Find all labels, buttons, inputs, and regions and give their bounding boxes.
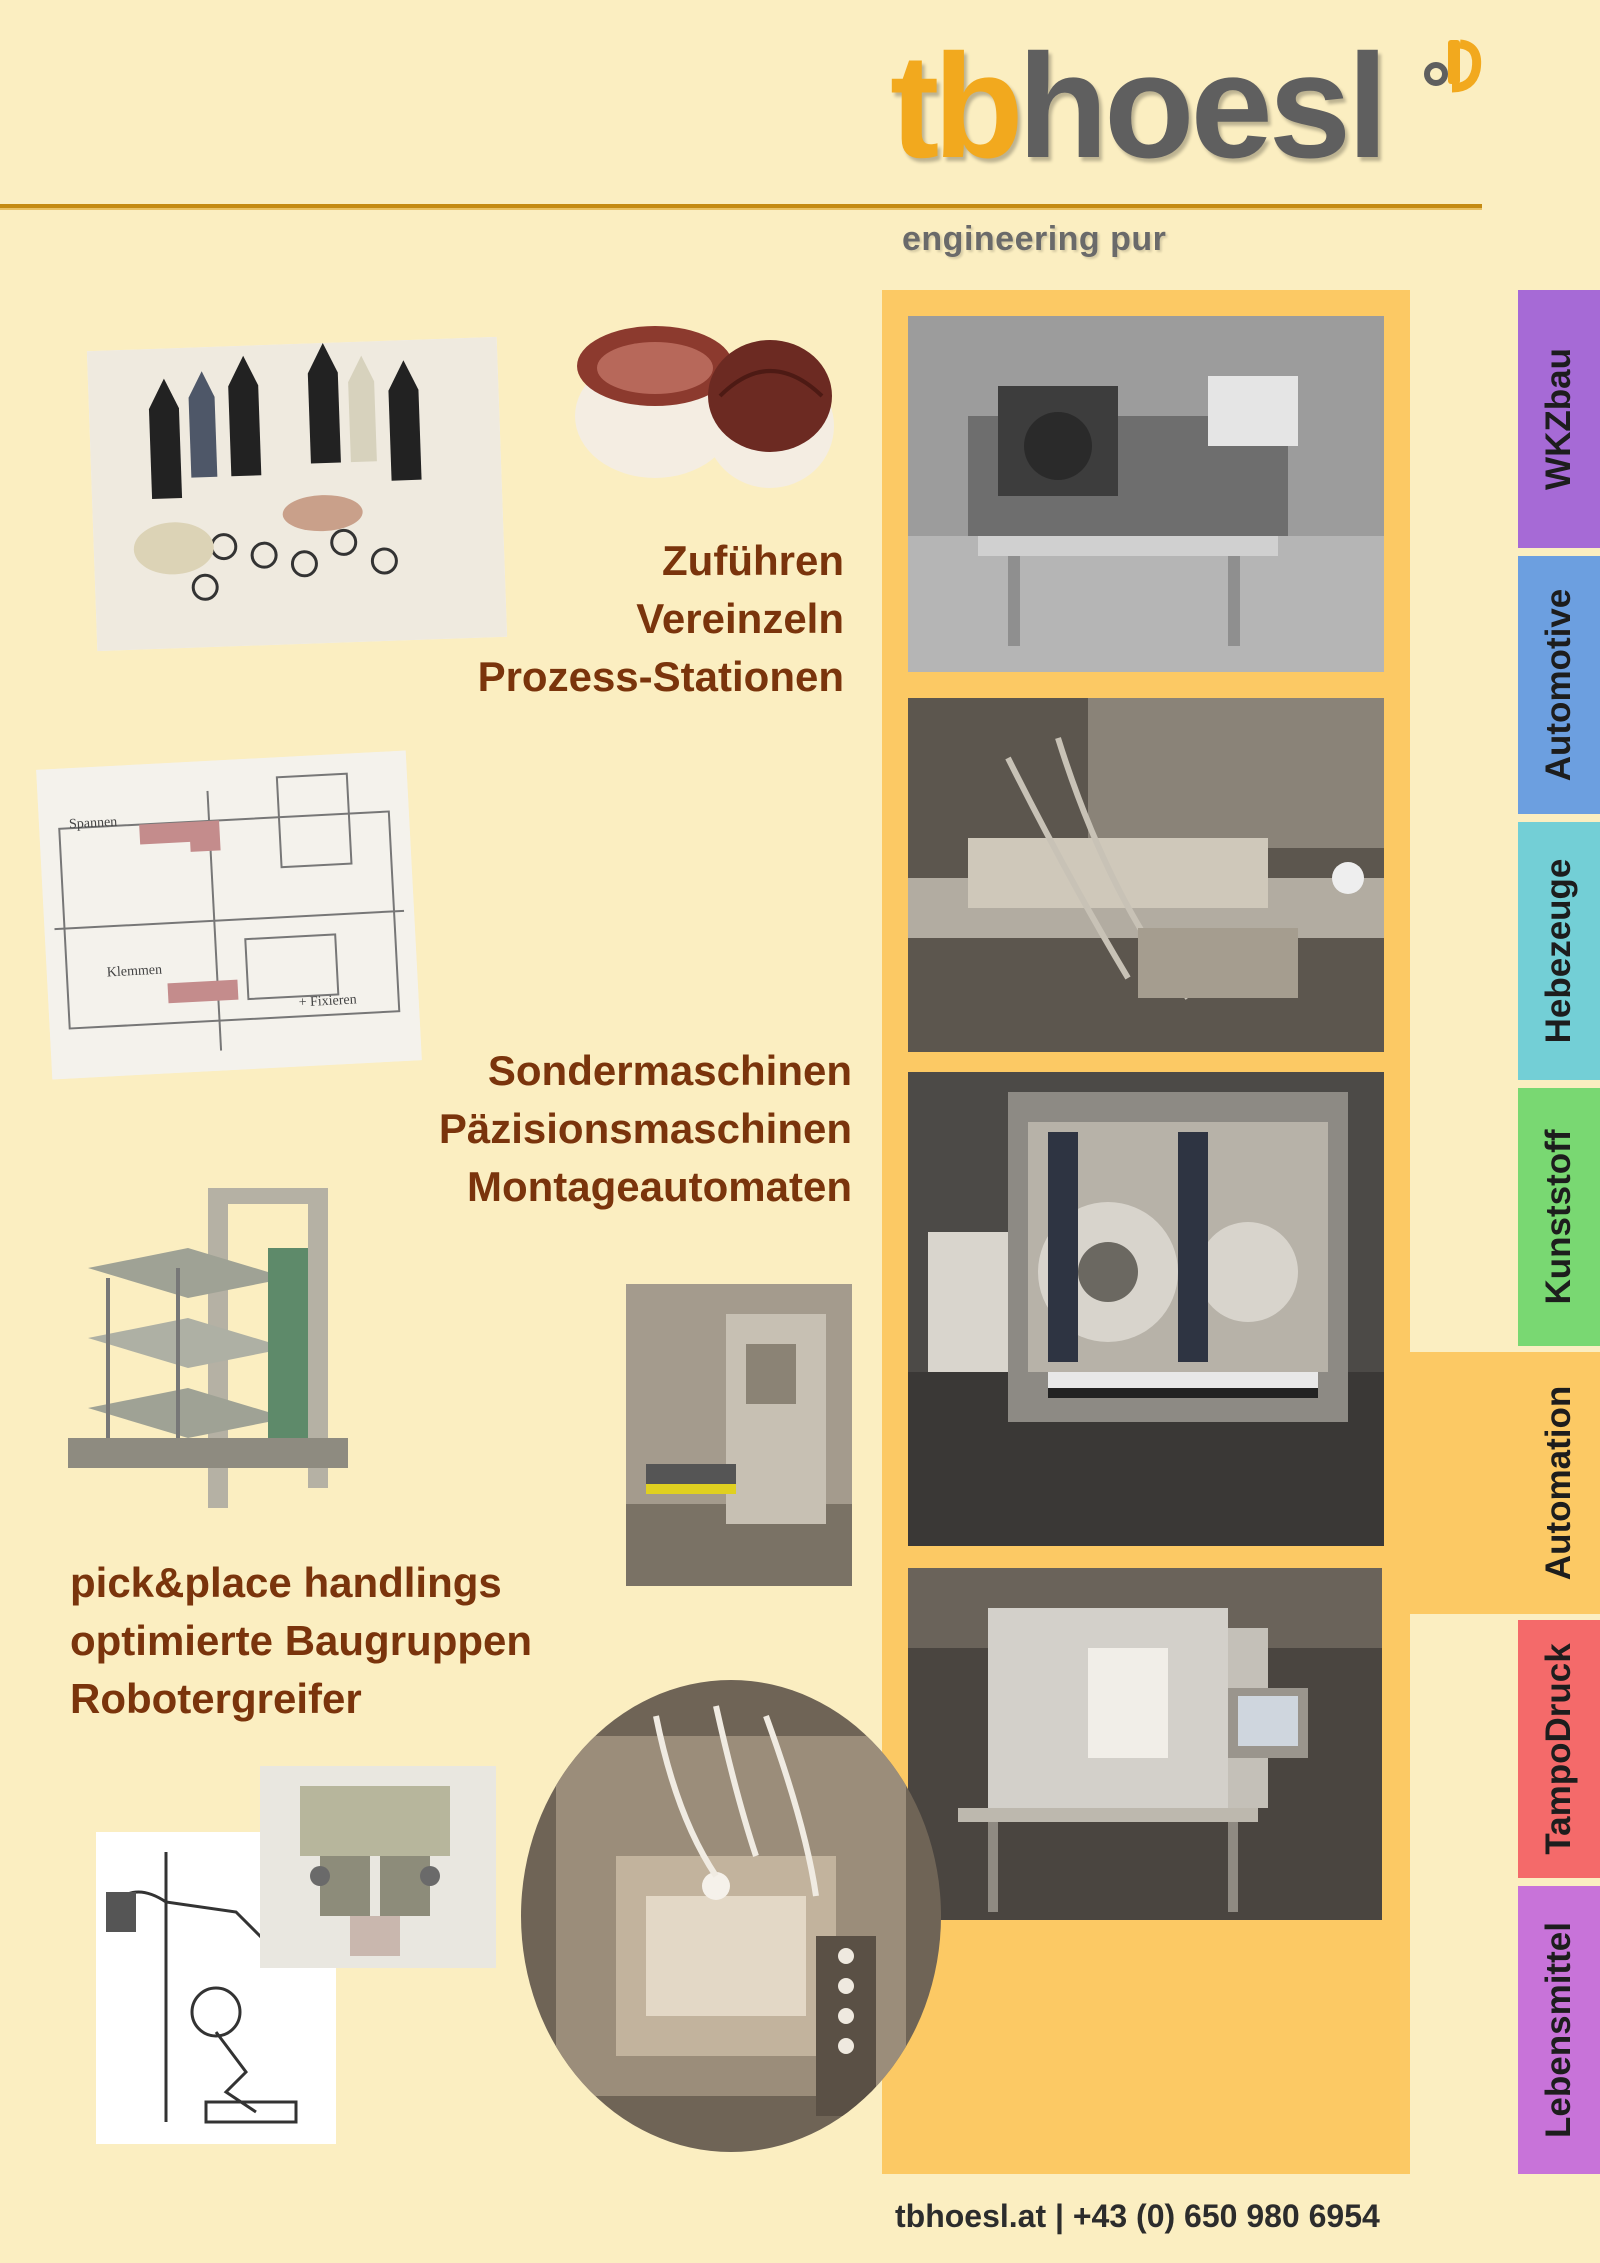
feeding-heading: Zuführen Vereinzeln Prozess-Stationen: [324, 532, 844, 706]
pick-place-heading: pick&place handlings optimierte Baugrupp…: [70, 1554, 630, 1728]
logo-part-tb: tb: [890, 24, 1024, 189]
svg-text:Klemmen: Klemmen: [106, 963, 162, 981]
tab-hebezeuge[interactable]: Hebezeuge: [1518, 822, 1600, 1080]
special-machines-heading: Sondermaschinen Päzisionsmaschinen Monta…: [292, 1042, 852, 1216]
tab-automation[interactable]: Automation: [1518, 1354, 1600, 1612]
tab-label: Kunststoff: [1539, 1129, 1578, 1305]
contact-info[interactable]: tbhoesl.at | +43 (0) 650 980 6954: [895, 2198, 1380, 2234]
tab-label: Automotive: [1539, 588, 1578, 782]
precision-machine-photo: [908, 1072, 1384, 1546]
feeder-machine-photo: [908, 316, 1384, 672]
assembly-machine-photo: [908, 1568, 1382, 1920]
tab-label: TampoDruck: [1539, 1643, 1578, 1855]
tab-lebensmittel[interactable]: Lebensmittel: [1518, 1886, 1600, 2174]
factory-machine-photo: [626, 1284, 852, 1586]
heading-line: Sondermaschinen: [487, 1047, 852, 1094]
tab-label: Hebezeuge: [1539, 858, 1578, 1044]
svg-text:+ Fixieren: + Fixieren: [298, 992, 357, 1010]
svg-text:Spannen: Spannen: [69, 815, 118, 833]
tab-kunststoff[interactable]: Kunststoff: [1518, 1088, 1600, 1346]
process-station-photo: [908, 698, 1384, 1052]
logo-part-hoesl: hoesl: [1017, 24, 1389, 189]
tab-label: Automation: [1539, 1385, 1578, 1581]
tab-automotive[interactable]: Automotive: [1518, 556, 1600, 814]
tagline: engineering pur: [902, 220, 1167, 258]
cap-parts-photo: [560, 306, 850, 506]
header-divider-highlight: [0, 208, 1482, 210]
heading-line: Robotergreifer: [70, 1675, 362, 1722]
heading-line: Vereinzeln: [636, 595, 844, 642]
heading-line: pick&place handlings: [70, 1559, 502, 1606]
cad-handling-model: [68, 1188, 368, 1518]
heading-line: Montageautomaten: [466, 1163, 852, 1210]
engineering-sketch-image: Spannen Klemmen + Fixieren: [36, 750, 422, 1080]
gripper-cad-model: [260, 1766, 496, 1968]
header-divider: [0, 204, 1482, 208]
plastic-parts-photo: [86, 336, 508, 652]
heading-line: Päzisionsmaschinen: [438, 1105, 852, 1152]
tab-tampodruck[interactable]: TampoDruck: [1518, 1620, 1600, 1878]
pick-place-machine-photo: [516, 1676, 946, 2156]
heading-line: Zuführen: [662, 537, 844, 584]
company-logo: tbhoesl: [890, 24, 1490, 200]
tab-label: Lebensmittel: [1539, 1922, 1578, 2138]
tab-label: WKZbau: [1539, 348, 1578, 490]
tab-wkzbau[interactable]: WKZbau: [1518, 290, 1600, 548]
logo-mark-icon: [1418, 36, 1484, 102]
heading-line: optimierte Baugruppen: [70, 1617, 533, 1664]
heading-line: Prozess-Stationen: [477, 653, 844, 700]
